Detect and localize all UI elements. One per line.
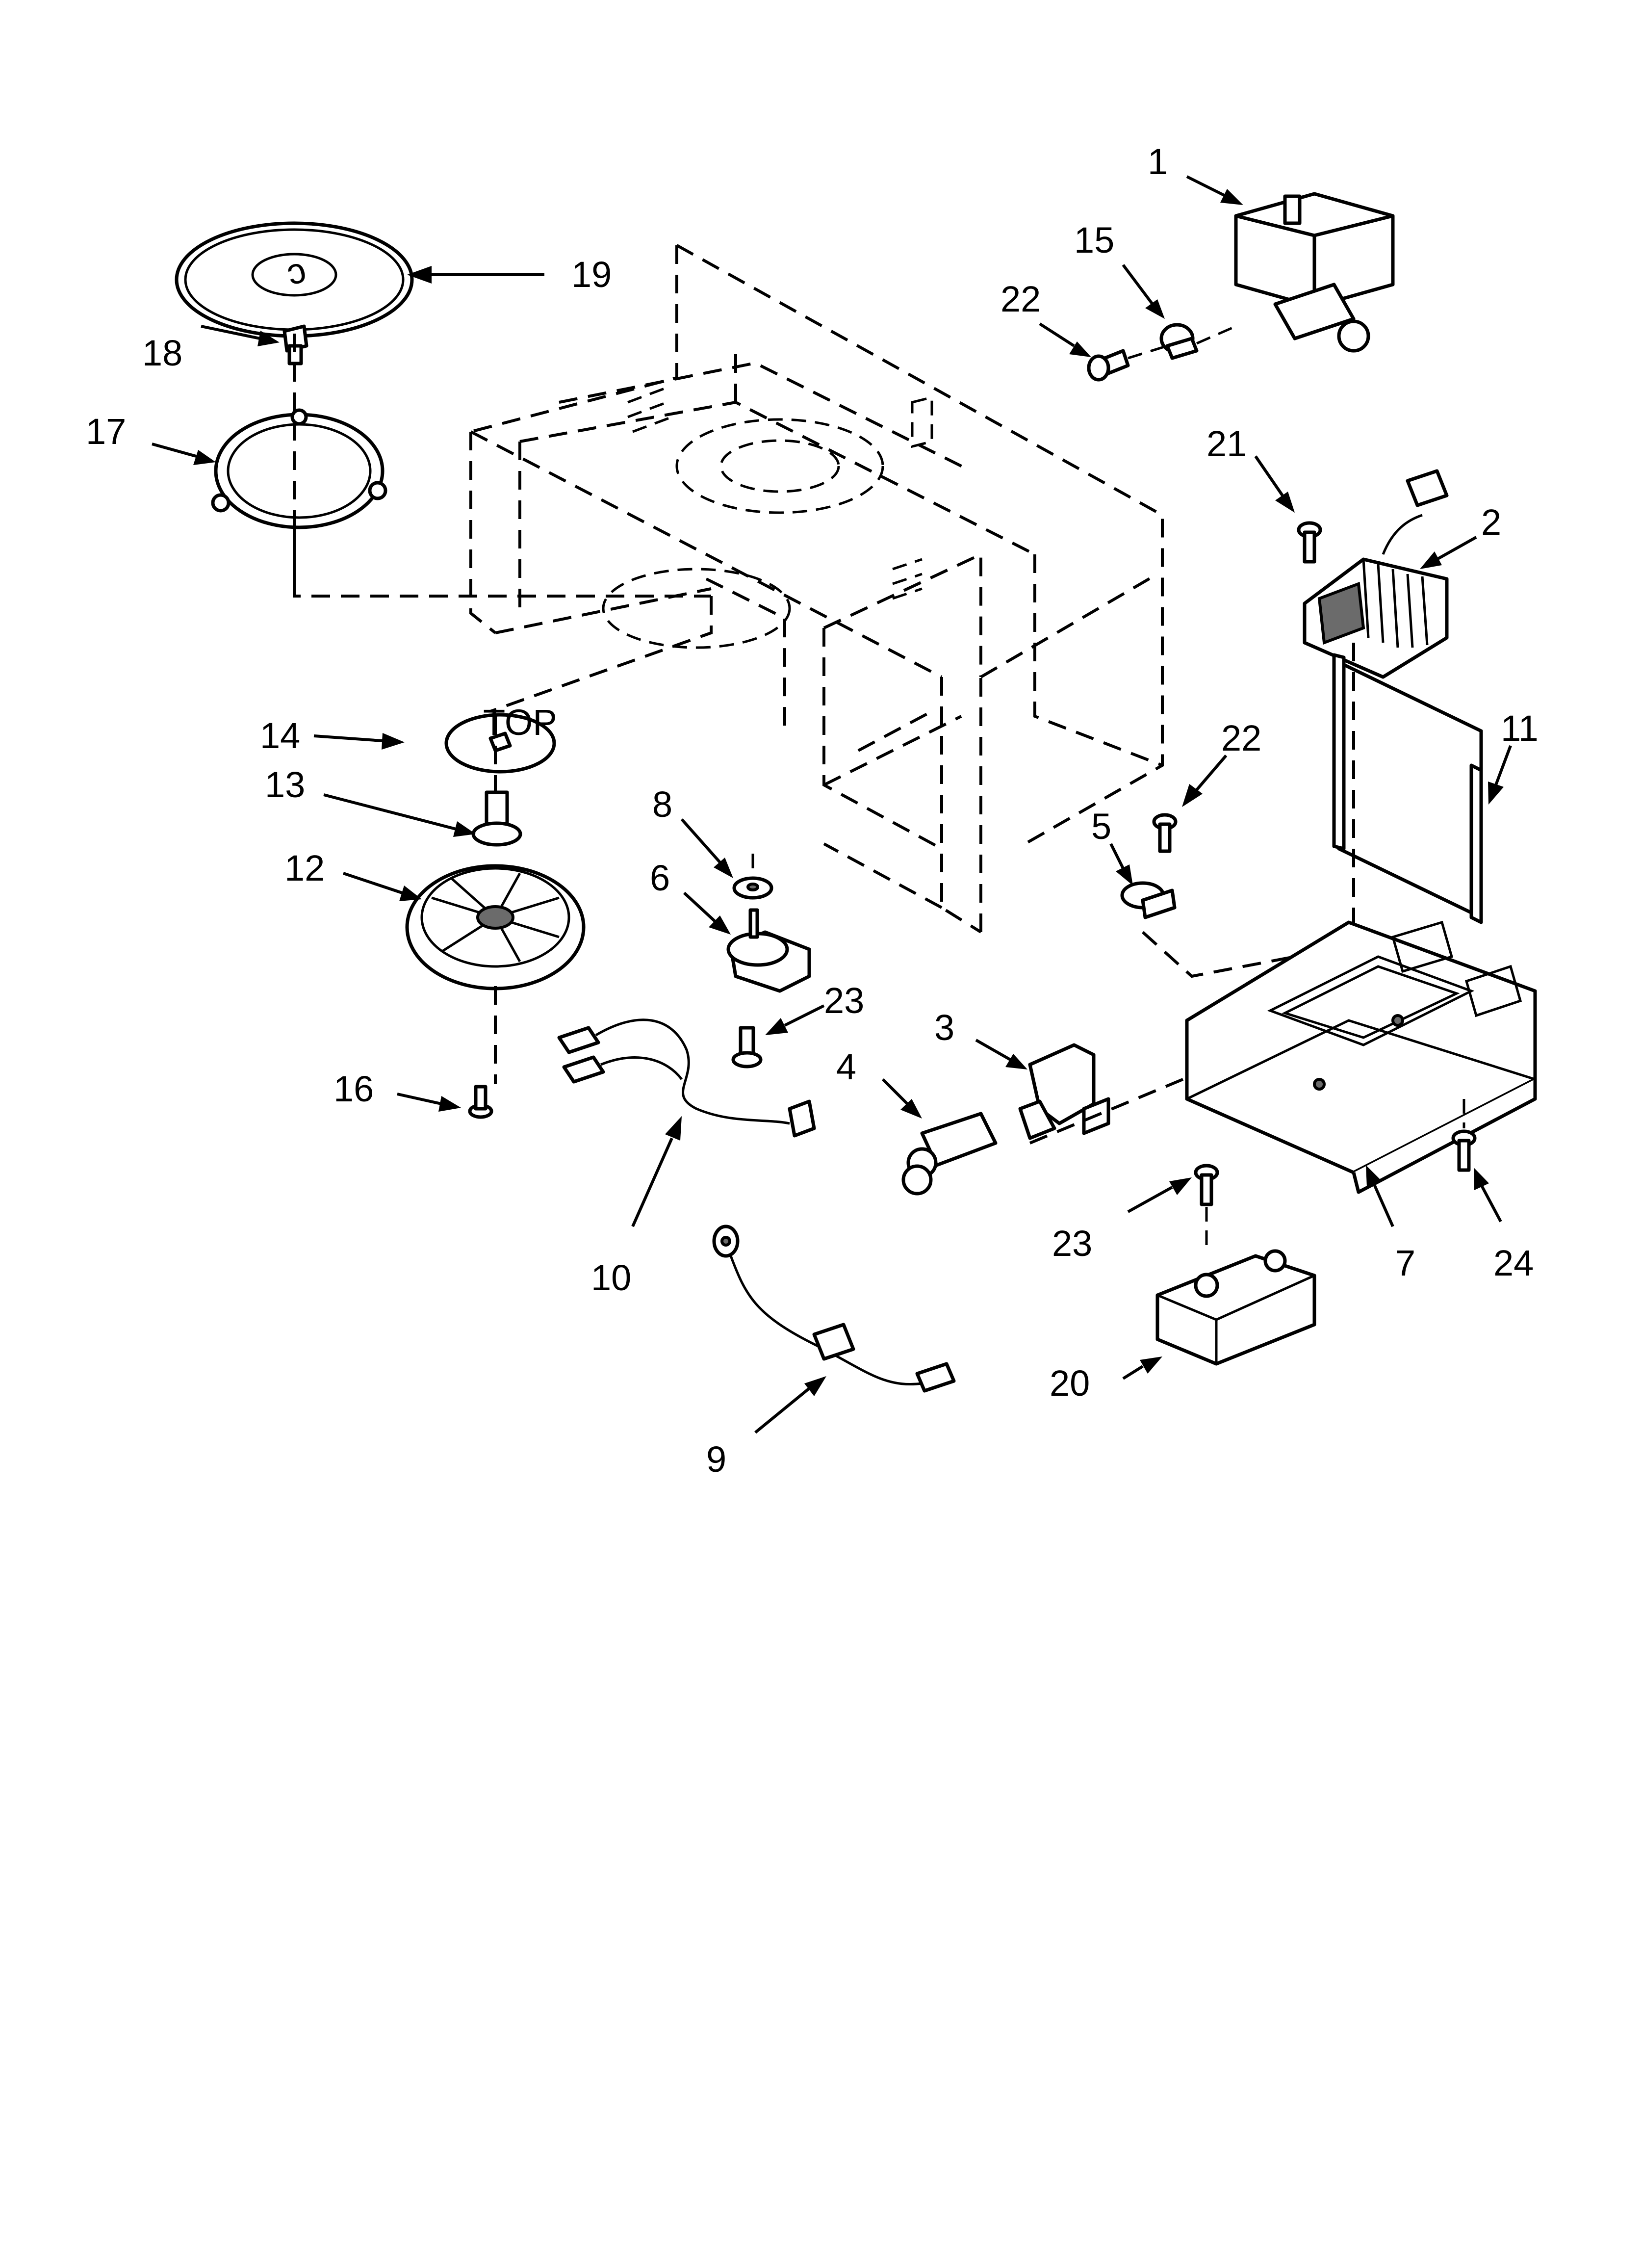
thermal-cutout [1159,323,1199,360]
callout-9: 9 [706,1439,726,1480]
divider-panel [1332,653,1483,924]
callout-11: 11 [1501,708,1539,749]
callout-13: 13 [265,764,305,805]
cooling-fan [405,864,586,991]
high-voltage-diode [1155,1249,1316,1366]
callout-6: 6 [650,858,670,898]
callout-22b: 22 [1221,718,1261,758]
callout-5: 5 [1091,806,1111,847]
ground-wire [712,1225,956,1393]
callout-17: 17 [86,411,126,452]
base-plate-screw [1451,1129,1477,1172]
callout-8: 8 [652,784,672,825]
coupling-disc: TOP [444,702,557,774]
callout-15: 15 [1074,220,1114,261]
motor-screw [731,1026,763,1069]
callout-12: 12 [284,848,325,888]
callout-21: 21 [1206,423,1247,464]
high-voltage-capacitor [901,1112,998,1196]
wire-harness [557,1018,816,1138]
callout-23a: 23 [824,980,864,1021]
transformer-screw [1297,521,1322,564]
motor-shaft [471,790,522,847]
callout-22a: 22 [1001,279,1041,319]
callout-24: 24 [1493,1243,1534,1283]
callout-23b: 23 [1052,1223,1092,1264]
callout-1: 1 [1148,141,1168,182]
fan-screw [468,1085,493,1119]
callout-18: 18 [142,333,182,373]
roller-support-ring [211,408,387,529]
leader-lines [152,175,1512,1434]
stirrer-washer [732,876,773,900]
callout-16: 16 [334,1069,374,1109]
callout-2: 2 [1481,502,1501,543]
high-voltage-transformer [1303,469,1449,679]
magnetron [1234,192,1395,353]
oven-cavity-outline [469,244,1164,934]
callout-10: 10 [591,1257,631,1298]
callout-20: 20 [1050,1363,1090,1404]
callout-3: 3 [934,1007,954,1048]
capacitor-bracket [1018,1043,1110,1140]
magnetron-screw [1087,349,1130,382]
thermostat [1120,881,1177,919]
callout-19: 19 [571,254,612,295]
callout-4: 4 [836,1046,856,1087]
callout-labels: 1 2 3 4 5 6 7 8 9 10 11 12 13 14 15 16 1… [86,141,1539,1480]
callout-14: 14 [260,715,300,756]
base-plate [1185,920,1537,1194]
callout-7: 7 [1395,1243,1415,1283]
thermostat-screw [1152,813,1178,853]
diode-screw [1194,1164,1219,1206]
glass-turntable-tray: ↄ [175,221,414,338]
turntable-motor [726,908,811,993]
